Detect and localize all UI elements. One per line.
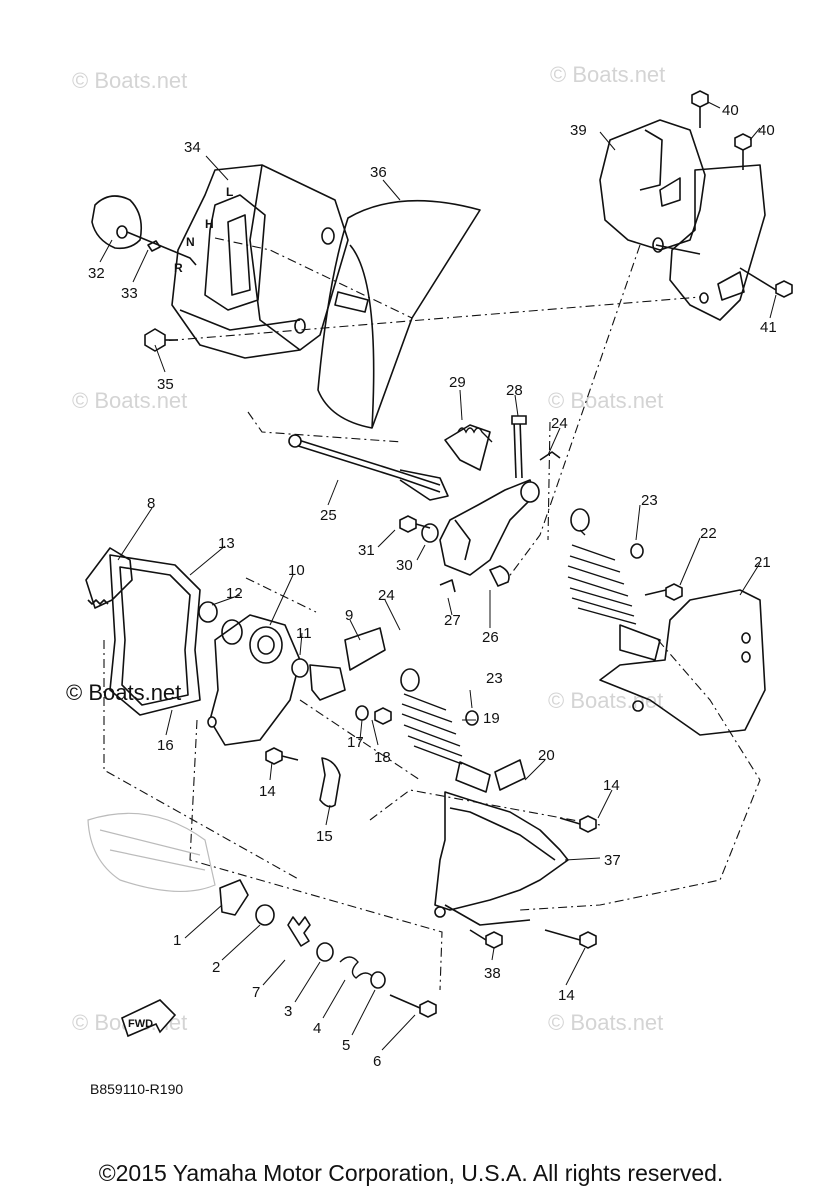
pivot-lever-assembly — [399, 415, 561, 593]
callout-18: 18 — [374, 749, 391, 766]
callout-21: 21 — [754, 554, 771, 571]
callout-8: 8 — [147, 495, 155, 512]
callout-15: 15 — [316, 828, 333, 845]
callout-22: 22 — [700, 525, 717, 542]
watermark-1: © Boats.net — [72, 68, 187, 93]
callout-20: 20 — [538, 747, 555, 764]
callout-1: 1 — [173, 932, 181, 949]
callout-37: 37 — [604, 852, 621, 869]
shift-lever-assembly: L H N R — [171, 164, 349, 359]
callout-23b: 23 — [486, 670, 503, 687]
callout-17: 17 — [347, 734, 364, 751]
watermark-2: © Boats.net — [550, 62, 665, 87]
callout-10: 10 — [288, 562, 305, 579]
watermark-5: © Boats.net — [548, 688, 663, 713]
callout-19: 19 — [483, 710, 500, 727]
callout-40b: 40 — [758, 122, 775, 139]
gate-letter-l: L — [226, 185, 233, 199]
shift-drum-parts — [87, 812, 437, 1018]
boot-cover — [317, 199, 481, 429]
callout-28: 28 — [506, 382, 523, 399]
callout-9: 9 — [345, 607, 353, 624]
callout-7: 7 — [252, 984, 260, 1001]
callout-11: 11 — [296, 625, 312, 642]
copyright-notice: ©2015 Yamaha Motor Corporation, U.S.A. A… — [98, 1160, 724, 1186]
leader-lines — [99, 101, 777, 1051]
gate-letter-h: H — [205, 217, 214, 231]
callout-12: 12 — [226, 585, 243, 602]
callout-14b: 14 — [603, 777, 620, 794]
callout-14a: 14 — [259, 783, 276, 800]
fwd-arrow-icon: FWD — [121, 999, 177, 1038]
watermark-3: © Boats.net — [72, 388, 187, 413]
gate-letter-r: R — [174, 261, 183, 275]
callout-34: 34 — [184, 139, 201, 156]
callout-32: 32 — [88, 265, 105, 282]
shift-rod — [288, 434, 449, 501]
fwd-label: FWD — [128, 1018, 153, 1030]
right-bracket — [599, 589, 766, 736]
watermark-4: © Boats.net — [548, 388, 663, 413]
callout-38: 38 — [484, 965, 501, 982]
gate-letter-n: N — [186, 235, 195, 249]
damper-springs — [400, 508, 683, 793]
callout-numbers: 1 2 3 4 5 6 7 8 9 10 11 12 13 14 14 14 1… — [88, 102, 777, 1070]
shift-knob — [91, 195, 197, 352]
callout-40a: 40 — [722, 102, 739, 119]
callout-5: 5 — [342, 1037, 350, 1054]
callout-6: 6 — [373, 1053, 381, 1070]
callout-36: 36 — [370, 164, 387, 181]
watermark-7: © Boats.net — [548, 1010, 663, 1035]
callout-4: 4 — [313, 1020, 321, 1037]
callout-30: 30 — [396, 557, 413, 574]
callout-3: 3 — [284, 1003, 292, 1020]
callout-2: 2 — [212, 959, 220, 976]
callout-33: 33 — [121, 285, 138, 302]
callout-39: 39 — [570, 122, 587, 139]
lower-bracket — [434, 759, 597, 949]
callout-25: 25 — [320, 507, 337, 524]
upper-bracket — [599, 90, 793, 321]
callout-27: 27 — [444, 612, 461, 629]
assembly-lines — [103, 237, 761, 991]
callout-41: 41 — [760, 319, 777, 336]
callout-16: 16 — [157, 737, 174, 754]
callout-14c: 14 — [558, 987, 575, 1004]
callout-24b: 24 — [378, 587, 395, 604]
callout-35: 35 — [157, 376, 174, 393]
callout-24a: 24 — [551, 415, 568, 432]
diagram-code: B859110-R190 — [90, 1081, 183, 1097]
callout-31: 31 — [358, 542, 375, 559]
callout-26: 26 — [482, 629, 499, 646]
gear-housing — [85, 547, 392, 808]
callout-23a: 23 — [641, 492, 658, 509]
callout-13: 13 — [218, 535, 235, 552]
callout-29: 29 — [449, 374, 466, 391]
